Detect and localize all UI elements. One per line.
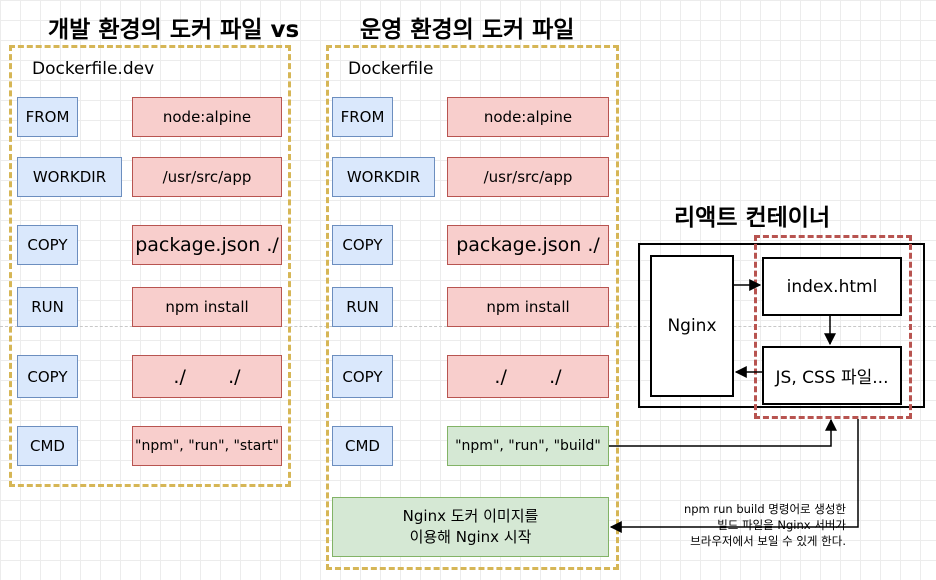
build-note: npm run build 명령어로 생성한 빌드 파일을 Nginx 서버가 … [640, 501, 846, 549]
nginx-start-line1: Nginx 도커 이미지를 [402, 507, 539, 525]
prod-run-value: npm install [447, 287, 609, 327]
dev-workdir-value: /usr/src/app [132, 157, 282, 197]
prod-title: 운영 환경의 도커 파일 [360, 17, 575, 43]
nginx-start-step: Nginx 도커 이미지를 이용해 Nginx 시작 [332, 497, 609, 557]
prod-workdir-value: /usr/src/app [447, 157, 609, 197]
dev-dockerfile-frame [9, 45, 291, 487]
dev-copy-all-value: ./ ./ [132, 355, 282, 398]
dev-from-value: node:alpine [132, 97, 282, 137]
build-note-line3: 브라우저에서 보일 수 있게 한다. [690, 534, 846, 548]
prod-dockerfile-frame [326, 45, 619, 570]
nginx-server-box: Nginx [650, 255, 734, 397]
prod-dockerfile-label: Dockerfile [348, 59, 434, 79]
prod-run-key: RUN [332, 287, 393, 327]
dev-run-key: RUN [17, 287, 78, 327]
build-to-nginx-start-arrow [609, 419, 859, 533]
prod-cmd-key: CMD [332, 426, 393, 466]
dev-cmd-key: CMD [17, 426, 78, 466]
dev-copy-value: package.json ./ [132, 225, 282, 265]
dev-dockerfile-label: Dockerfile.dev [32, 59, 155, 79]
prod-from-value: node:alpine [447, 97, 609, 137]
build-note-line2: 빌드 파일을 Nginx 서버가 [717, 518, 846, 532]
prod-copy-all-value: ./ ./ [447, 355, 609, 398]
prod-copy-key: COPY [332, 225, 393, 265]
dev-from-key: FROM [17, 97, 78, 137]
react-container-box [638, 243, 925, 408]
dev-copy-all-key: COPY [17, 355, 78, 398]
dev-run-value: npm install [132, 287, 282, 327]
prod-cmd-value: "npm", "run", "build" [447, 426, 609, 466]
dev-cmd-value: "npm", "run", "start" [132, 426, 282, 466]
assets-box: JS, CSS 파일... [762, 346, 902, 405]
dev-title: 개발 환경의 도커 파일 vs [48, 17, 300, 43]
index-html-box: index.html [762, 257, 902, 316]
prod-from-key: FROM [332, 97, 393, 137]
build-note-line1: npm run build 명령어로 생성한 [683, 502, 846, 516]
dev-copy-key: COPY [17, 225, 78, 265]
react-container-title: 리액트 컨테이너 [674, 205, 831, 231]
dev-workdir-key: WORKDIR [17, 157, 122, 197]
nginx-start-line2: 이용해 Nginx 시작 [409, 528, 532, 546]
prod-copy-all-key: COPY [332, 355, 393, 398]
prod-copy-value: package.json ./ [447, 225, 609, 265]
prod-workdir-key: WORKDIR [332, 157, 435, 197]
build-output-frame [754, 235, 912, 419]
cmd-to-build-arrow [609, 418, 837, 447]
